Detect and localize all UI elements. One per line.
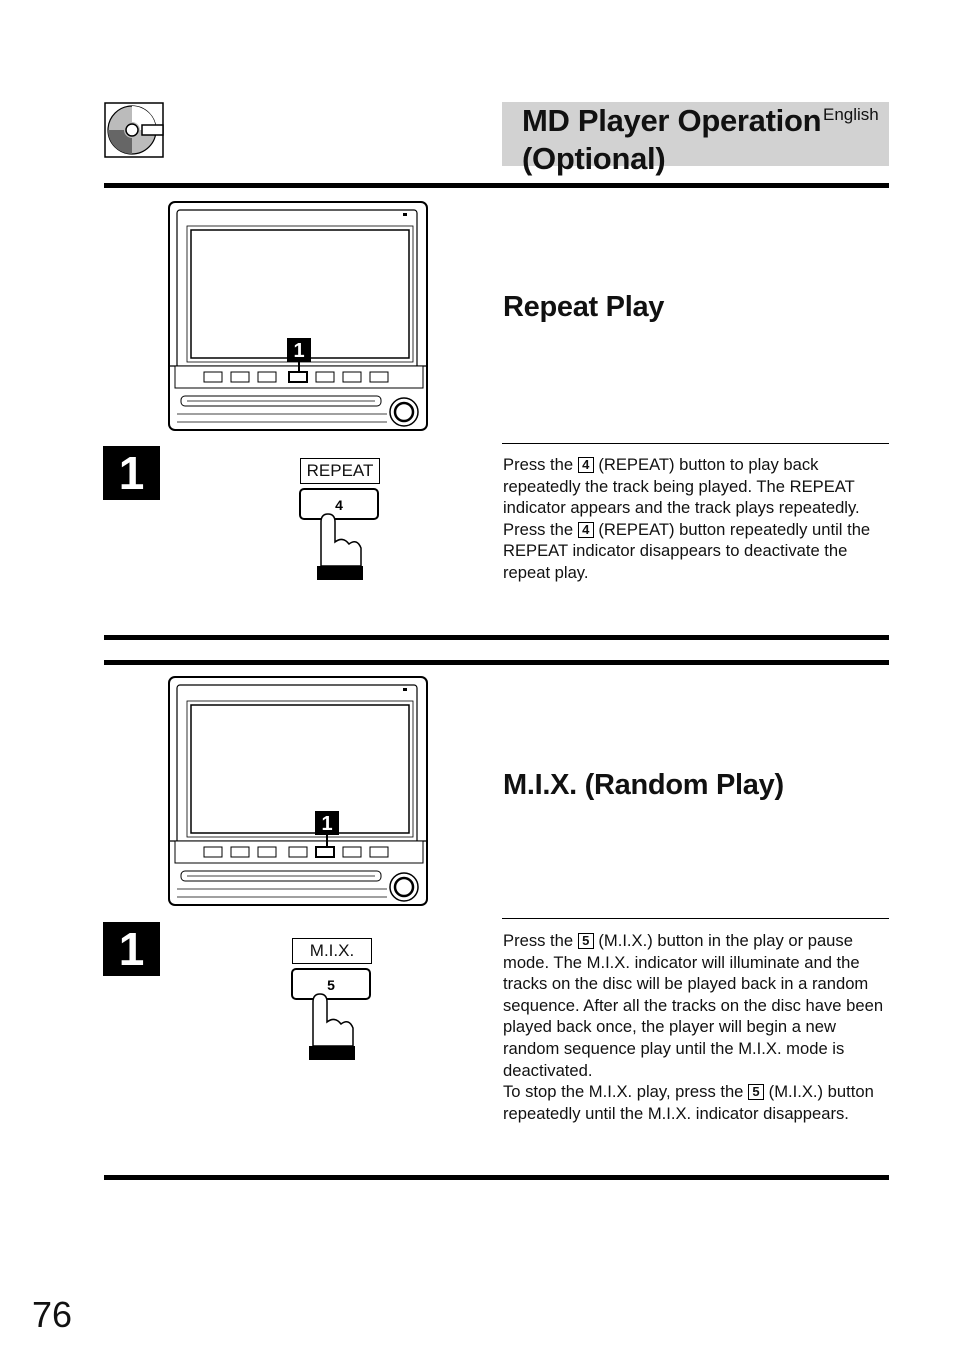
step-number: 1 bbox=[103, 446, 160, 500]
key-4-icon: 4 bbox=[577, 457, 594, 473]
language-label: English bbox=[823, 105, 879, 124]
repeat-button-label: REPEAT bbox=[300, 458, 380, 484]
key-5-icon: 5 bbox=[577, 933, 594, 949]
callout-number: 1 bbox=[293, 340, 304, 362]
finger-press-icon: 4 bbox=[299, 488, 379, 580]
divider bbox=[502, 443, 889, 444]
key-4-icon: 4 bbox=[577, 521, 594, 538]
page-number: 76 bbox=[32, 1294, 73, 1335]
divider bbox=[104, 635, 889, 640]
divider bbox=[104, 1175, 889, 1180]
head-unit-illustration: 1 bbox=[168, 201, 428, 431]
divider bbox=[104, 660, 889, 665]
mix-description: Press the 5 (M.I.X.) button in the play … bbox=[503, 931, 884, 1123]
md-disc-icon bbox=[104, 102, 164, 158]
finger-press-icon: 5 bbox=[291, 968, 371, 1060]
step-number: 1 bbox=[103, 922, 160, 976]
head-unit-illustration: 1 bbox=[168, 676, 428, 906]
repeat-description: Press the 4 (REPEAT) button to play back… bbox=[503, 455, 871, 582]
callout-number: 1 bbox=[321, 813, 332, 835]
divider bbox=[104, 183, 889, 188]
page-title: MD Player Operation (Optional) bbox=[522, 103, 822, 176]
section-title-repeat: Repeat Play bbox=[503, 291, 665, 323]
section-title-mix: M.I.X. (Random Play) bbox=[503, 769, 784, 801]
key-5-icon: 5 bbox=[748, 1084, 765, 1101]
mix-button-key: 5 bbox=[327, 977, 335, 993]
repeat-button-key: 4 bbox=[335, 497, 343, 513]
header-band bbox=[502, 102, 889, 166]
mix-button-label: M.I.X. bbox=[292, 938, 372, 964]
divider bbox=[502, 918, 889, 919]
